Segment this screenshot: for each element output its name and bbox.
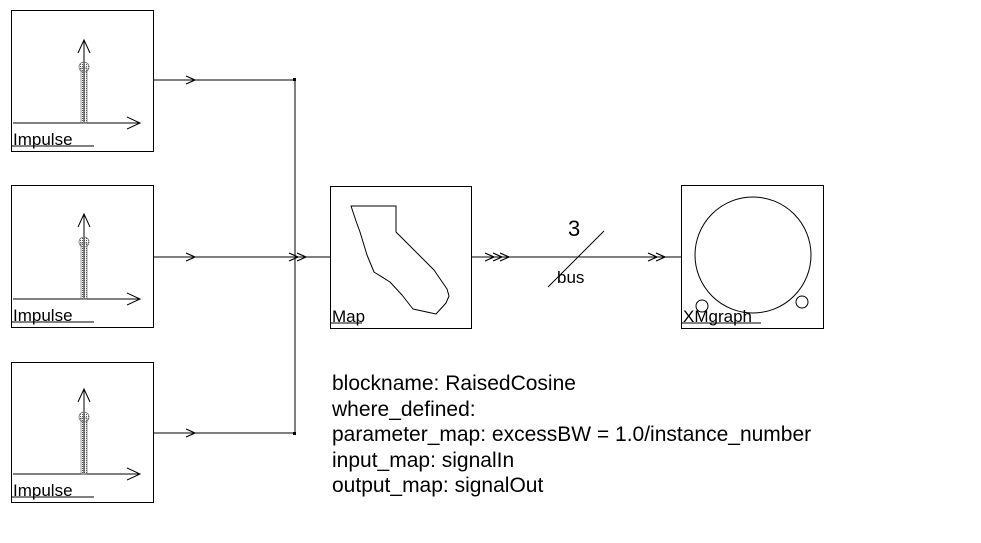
impulse-1-output-wire[interactable]: [154, 75, 296, 85]
california-map-icon: [350, 205, 450, 315]
impulse-block-1[interactable]: Impulse: [11, 10, 154, 152]
impulse-2-label: Impulse: [13, 306, 73, 325]
impulse-block-2[interactable]: Impulse: [11, 185, 154, 328]
bus-wire[interactable]: 3 bus: [472, 216, 681, 288]
xmgraph-label: XMgraph: [683, 307, 752, 326]
xmgraph-display-icon: [694, 196, 812, 314]
info-blockname: blockname: RaisedCosine: [332, 372, 576, 395]
info-parameter-map: parameter_map: excessBW = 1.0/instance_n…: [332, 423, 812, 446]
impulse-stem-icon: [13, 38, 142, 130]
impulse-stem-icon: [13, 212, 142, 306]
impulse-3-label: Impulse: [13, 481, 73, 500]
map-block[interactable]: Map: [330, 186, 472, 329]
impulse-block-3[interactable]: Impulse: [11, 362, 154, 503]
impulse-stem-icon: [13, 387, 142, 481]
info-input-map: input_map: signalIn: [332, 448, 515, 472]
impulse-3-output-wire[interactable]: [154, 428, 296, 438]
bus-width-label: 3: [568, 216, 580, 241]
map-label: Map: [332, 307, 365, 326]
xmgraph-block[interactable]: XMgraph: [681, 185, 824, 329]
info-output-map: output_map: signalOut: [332, 474, 544, 497]
impulse-1-label: Impulse: [13, 130, 73, 149]
block-info-panel: blockname: RaisedCosine where_defined: p…: [332, 371, 811, 499]
bus-label: bus: [557, 268, 584, 287]
impulse-2-output-wire[interactable]: [154, 252, 330, 262]
info-where-defined: where_defined:: [332, 397, 476, 421]
map-multi-input-arrow: [288, 252, 308, 262]
